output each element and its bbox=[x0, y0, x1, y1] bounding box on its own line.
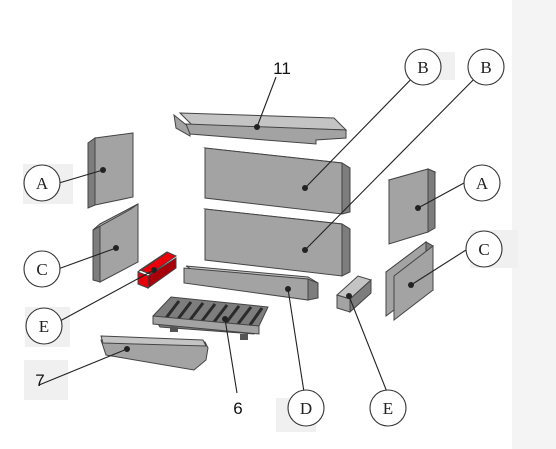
callout-circle-b-top bbox=[404, 48, 442, 86]
leader-end-dots bbox=[100, 124, 421, 352]
callout-a-left: A bbox=[36, 174, 49, 193]
part-a-left-brick bbox=[87, 132, 134, 209]
callout-b-top: B bbox=[417, 58, 428, 77]
callout-c-right: C bbox=[478, 240, 489, 259]
part-c-left-brick bbox=[92, 203, 139, 283]
part-e-right-brick bbox=[336, 275, 372, 314]
part-d-deflector bbox=[183, 265, 319, 301]
callout-circle-e-left bbox=[25, 307, 63, 345]
label-6: 6 bbox=[233, 399, 242, 418]
callout-e-left: E bbox=[39, 317, 49, 336]
callout-circle-e-bottom bbox=[369, 389, 407, 427]
part-b-lower-brick bbox=[203, 208, 351, 277]
callout-circle-d bbox=[287, 389, 325, 427]
part-a-right-brick bbox=[387, 168, 437, 245]
part-11-baffle bbox=[173, 112, 348, 145]
callout-b-mid: B bbox=[480, 58, 491, 77]
part-e-left-brick-highlighted bbox=[137, 251, 178, 289]
callout-circle-a-right bbox=[463, 164, 501, 202]
callout-circle-b-mid bbox=[467, 48, 505, 86]
right-background-strip bbox=[512, 0, 556, 449]
label-11: 11 bbox=[273, 59, 291, 78]
callout-c-left: C bbox=[36, 260, 47, 279]
part-6-grate bbox=[152, 296, 269, 340]
callout-a-right: A bbox=[476, 174, 489, 193]
label-7: 7 bbox=[35, 371, 44, 390]
callout-e-bottom: E bbox=[383, 399, 393, 418]
leader-lines bbox=[38, 66, 487, 394]
callout-circle-a-left bbox=[23, 164, 61, 202]
callout-d: D bbox=[300, 399, 312, 418]
grate-bars bbox=[164, 300, 264, 326]
callout-circle-c-right bbox=[465, 230, 503, 268]
callout-circle-c-left bbox=[23, 250, 61, 288]
part-c-right-brick bbox=[385, 241, 434, 322]
callout-circles bbox=[23, 48, 505, 427]
part-b-upper-brick bbox=[203, 147, 351, 215]
